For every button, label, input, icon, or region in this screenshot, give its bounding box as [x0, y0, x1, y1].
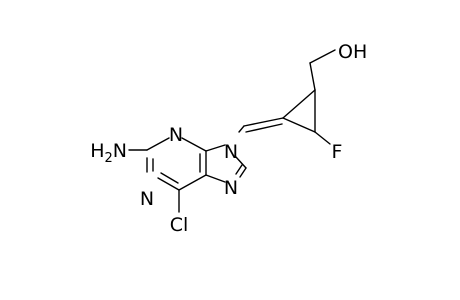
bond-methylidene-c1-outer [243, 117, 284, 127]
atom-n7: N [224, 177, 238, 199]
bond-ch2-oh [309, 49, 336, 64]
bond-c3-c1-ring [282, 117, 316, 133]
bond-ring-ch2 [309, 62, 316, 91]
bond-c4-n9 [205, 144, 226, 152]
atom-hydroxyl: OH [338, 41, 367, 63]
bond-c6-n1-inner [160, 172, 179, 184]
bond-c2-n3 [146, 137, 170, 151]
bond-c8-n7 [239, 167, 247, 178]
bond-c5-c6 [178, 174, 207, 191]
atom-chloro: Cl [170, 214, 189, 236]
bond-c6-n1 [157, 177, 180, 191]
bond-n9-c8 [235, 156, 247, 169]
bond-n3-c4 [181, 137, 207, 152]
atom-n9: N [224, 141, 238, 163]
atom-amine: H2N [90, 140, 127, 166]
atom-n1: N [140, 188, 154, 210]
bond-methylidene-c1-inner [245, 123, 283, 133]
bond-c8-n7-inner [235, 164, 243, 175]
bond-c1-c2-ring [282, 89, 316, 119]
bond-ring-fluoro [314, 131, 331, 145]
bond-n9-methylidene [238, 125, 245, 133]
bond-n7-c5 [205, 174, 226, 183]
atom-n3: N [169, 124, 183, 146]
atom-fluoro: F [332, 141, 343, 163]
